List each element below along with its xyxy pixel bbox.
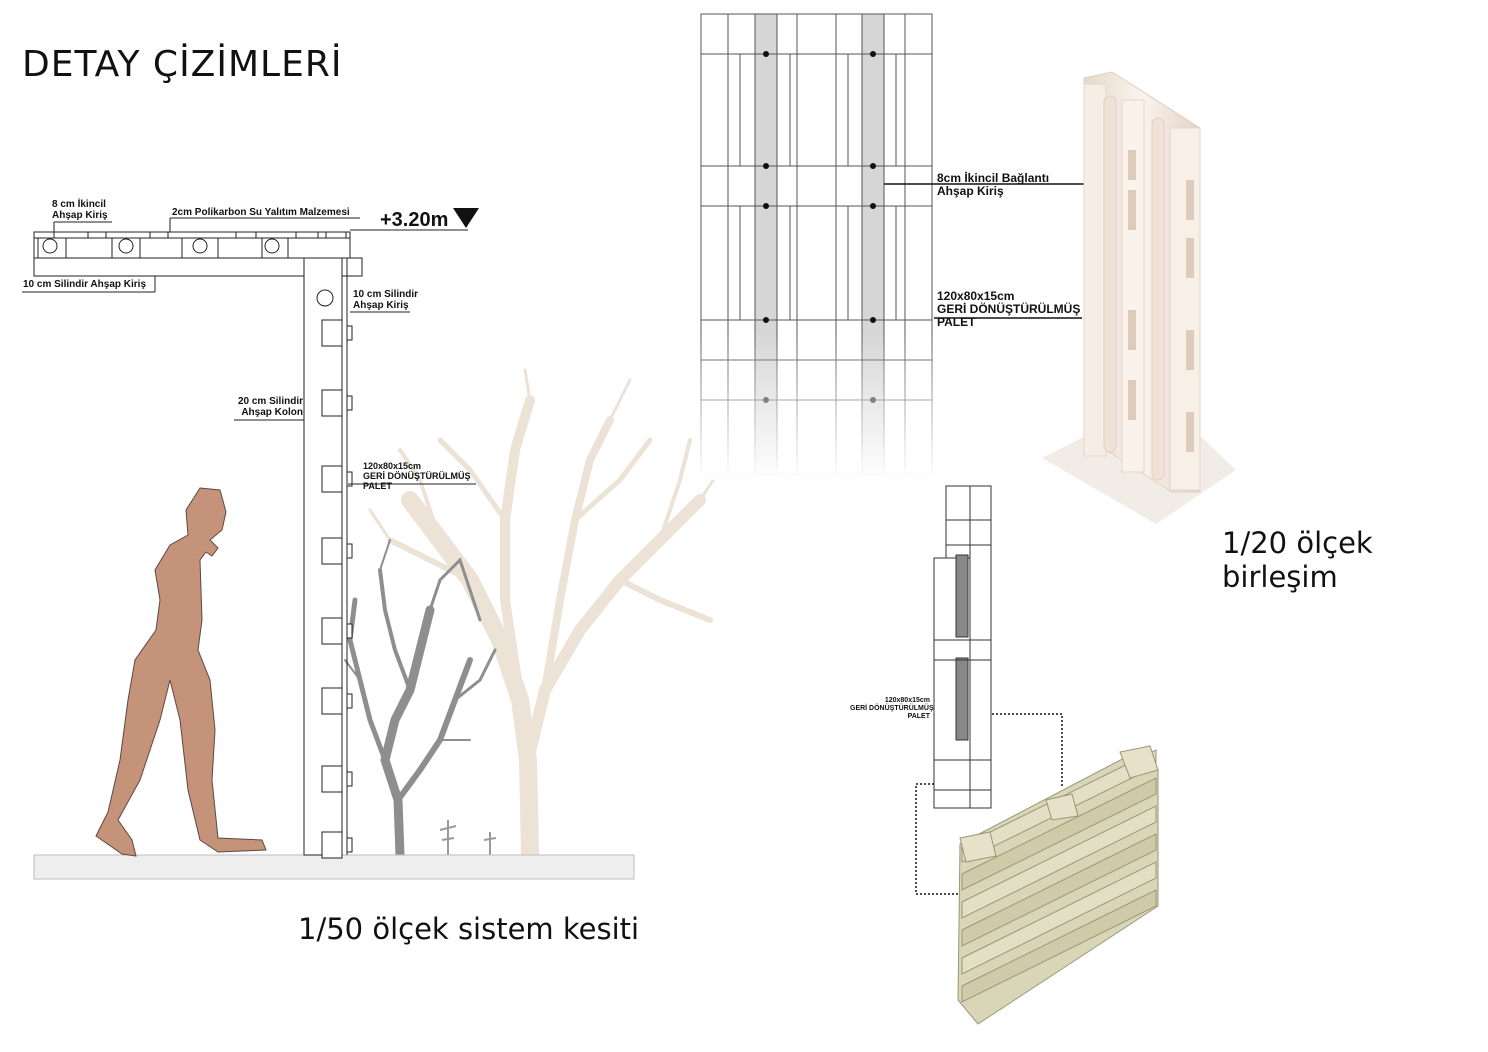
label-cylinder-beam-main: 10 cm Silindir Ahşap Kiriş [23,279,147,290]
label-line: PALET [363,481,392,491]
pallet-block-edge [346,325,353,341]
label-secondary-beam: 8 cm İkincil Ahşap Kiriş [52,199,108,221]
label-elevation-pallet: 120x80x15cm GERİ DÖNÜŞTÜRÜLMÜŞ PALET [937,290,1080,329]
label-detail-pallet: 120x80x15cm GERİ DÖNÜŞTÜRÜLMÜŞ PALET [850,697,934,721]
elevation-fade [698,330,938,480]
elevation-leaders [884,183,1110,319]
small-plants [439,820,497,855]
pallet-board [961,805,1157,919]
pallet-block-edge [346,471,353,487]
pallet-section [933,485,992,809]
label-line: 20 cm Silindir [237,396,303,407]
pallet-block-edge [346,771,353,787]
label-line: PALET [937,315,976,329]
level-label: +3.20m [380,209,449,231]
pallet-board [961,777,1157,891]
level-marker [453,208,479,228]
grey-tree [344,539,497,860]
label-secondary-connection: 8cm İkincil Bağlantı Ahşap Kiriş [937,172,1049,198]
label-line: 10 cm Silindir [353,289,419,300]
person-silhouette [95,487,267,857]
pallet-block [321,465,343,493]
pallet-dotted-links [915,713,1063,895]
label-line: 120x80x15cm [884,697,930,704]
pallet-board [961,833,1157,947]
label-line: Ahşap Kiriş [937,184,1004,198]
pallet-block [321,389,343,417]
label-line: GERİ DÖNÜŞTÜRÜLMÜŞ [850,705,934,712]
pallet-board [961,889,1157,1003]
pallet-block-edge [346,543,353,559]
roof-structure [33,231,363,277]
pallet-block-edge [346,837,353,853]
beige-tree [368,368,722,864]
page-title: DETAY ÇİZİMLERİ [22,44,343,85]
label-line: 8 cm İkincil [52,199,106,210]
pallet-block-edge [346,693,353,709]
pallet-board [961,861,1157,975]
label-line: 8cm İkincil Bağlantı [937,171,1050,185]
label-line: Ahşap Kiriş [353,300,409,311]
pallet-block [321,687,343,715]
leader-lines [22,217,476,485]
pallet-block-edge [346,395,353,411]
section-caption: 1/50 ölçek sistem kesiti [298,912,640,946]
label-pallet: 120x80x15cm GERİ DÖNÜŞTÜRÜLMÜŞ PALET [363,461,471,491]
label-line: GERİ DÖNÜŞTÜRÜLMÜŞ [937,302,1081,316]
label-line: 120x80x15cm [937,289,1015,303]
pallet-block [321,765,343,793]
pallet-block [321,617,343,645]
pallet-render [957,745,1159,1025]
label-line: Ahşap Kiriş [52,210,108,221]
pallet-block [321,319,343,347]
label-line: Ahşap Kolon [241,407,303,418]
assembly-caption: 1/20 ölçek birleşim [1222,526,1373,594]
pallet-block [321,537,343,565]
column [303,257,353,859]
label-cylinder-beam: 10 cm Silindir Ahşap Kiriş [353,289,418,311]
label-column: 20 cm Silindir Ahşap Kolon [236,396,303,418]
pallet-block [321,831,343,859]
label-line: 120x80x15cm [363,461,422,471]
column-render [1042,71,1236,524]
pallet-block-edge [346,623,353,639]
label-polycarbonate: 2cm Polikarbon Su Yalıtım Malzemesi [172,207,350,218]
label-line: GERİ DÖNÜŞTÜRÜLMÜŞ [363,471,471,481]
label-line: PALET [907,713,930,720]
ground [33,854,635,880]
